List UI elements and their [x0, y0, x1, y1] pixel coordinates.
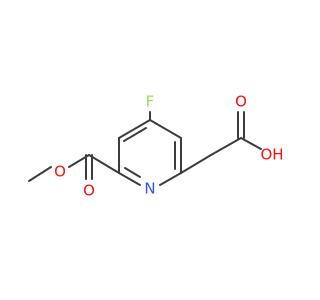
- bond-acid-c-oh: [240, 137, 262, 150]
- bond-c2-ester-carbon: [88, 154, 120, 174]
- pyridine-ring: [118, 119, 182, 186]
- nitrogen-atom-label: N: [144, 180, 155, 198]
- acetic-acid-group: O OH: [180, 93, 284, 174]
- bond-c4-c3: [118, 119, 151, 139]
- acid-hydroxyl-label: OH: [260, 146, 283, 164]
- bond-ester-c-o-single: [68, 154, 90, 168]
- bond-c6-ch2: [180, 154, 212, 174]
- fluorine-atom-label: F: [146, 93, 155, 111]
- bond-c5-c4: [149, 119, 182, 139]
- bond-c4-c3-inner: [123, 127, 147, 142]
- ester-carbonyl-oxygen-label: O: [83, 182, 95, 200]
- methyl-ester-group: O O: [28, 154, 120, 200]
- bond-c2-n1-inner: [124, 167, 141, 178]
- ester-ether-oxygen-label: O: [54, 163, 66, 181]
- bond-ch2-cooh-carbon: [210, 137, 242, 156]
- bond-c2-n1: [118, 172, 141, 186]
- bond-o-methyl: [28, 166, 52, 182]
- molecule-structure: F N O O O OH: [28, 93, 284, 200]
- acid-carbonyl-oxygen-label: O: [235, 93, 247, 111]
- bond-n1-c6: [159, 172, 182, 186]
